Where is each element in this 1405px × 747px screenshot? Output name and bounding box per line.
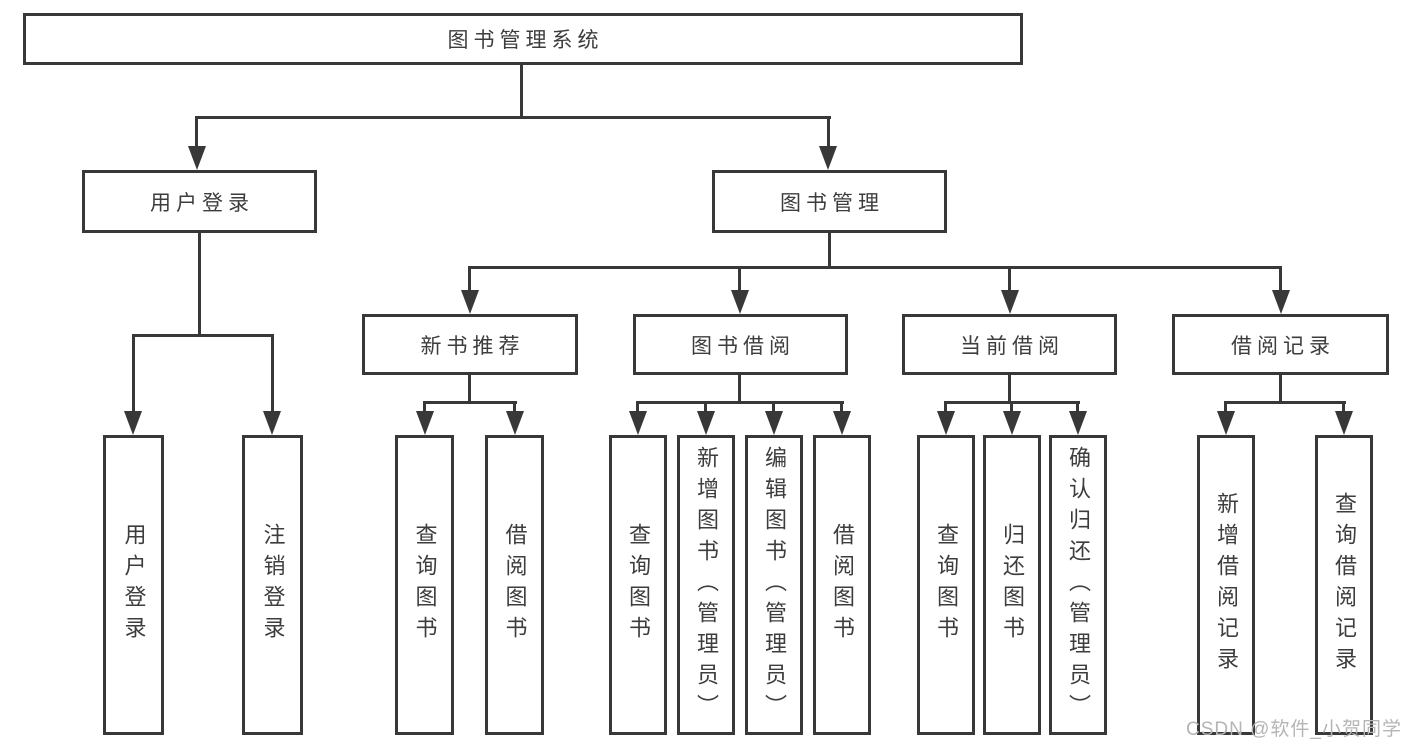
arrow-down-icon	[506, 411, 524, 435]
connector-line	[636, 401, 639, 413]
leaf-edit-book-admin: 编辑图书（管理员）	[745, 435, 803, 735]
connector-line	[132, 334, 274, 337]
arrow-down-icon	[416, 411, 434, 435]
leaf-return-books-label: 归还图书	[1000, 523, 1025, 647]
leaf-edit-book-admin-label: 编辑图书（管理员）	[762, 445, 787, 725]
leaf-query-books-borrow-label: 查询图书	[626, 523, 651, 647]
connector-line	[1279, 266, 1282, 292]
leaf-query-borrow-record: 查询借阅记录	[1315, 435, 1373, 735]
arrow-down-icon	[819, 146, 837, 170]
connector-line	[468, 266, 471, 292]
connector-line	[772, 401, 775, 413]
connector-line	[1224, 401, 1227, 413]
connector-line	[1224, 401, 1346, 404]
connector-line	[196, 116, 831, 119]
leaf-add-borrow-record: 新增借阅记录	[1197, 435, 1255, 735]
connector-line	[738, 375, 741, 403]
leaf-borrow-books-recommend: 借阅图书	[485, 435, 544, 735]
connector-line	[132, 334, 135, 413]
connector-line	[271, 334, 274, 413]
leaf-confirm-return-admin-label: 确认归还（管理员）	[1066, 445, 1091, 725]
arrow-down-icon	[765, 411, 783, 435]
arrow-down-icon	[1003, 411, 1021, 435]
arrow-down-icon	[263, 411, 281, 435]
leaf-query-books-borrow: 查询图书	[609, 435, 667, 735]
connector-line	[828, 233, 831, 268]
node-root: 图书管理系统	[23, 13, 1023, 65]
connector-line	[198, 233, 201, 336]
connector-line	[738, 266, 741, 292]
connector-line	[195, 116, 198, 150]
node-user-login-label: 用户登录	[150, 191, 254, 215]
leaf-return-books: 归还图书	[983, 435, 1041, 735]
node-root-label: 图书管理系统	[447, 29, 604, 52]
connector-line	[1010, 401, 1013, 413]
leaf-query-books-current: 查询图书	[917, 435, 975, 735]
arrow-down-icon	[124, 411, 142, 435]
leaf-query-borrow-record-label: 查询借阅记录	[1332, 492, 1357, 678]
node-current-borrow: 当前借阅	[902, 314, 1117, 375]
connector-line	[468, 375, 471, 403]
node-borrow-records-label: 借阅记录	[1231, 334, 1335, 358]
connector-line	[423, 401, 517, 404]
leaf-borrow-books: 借阅图书	[813, 435, 871, 735]
node-new-book-recommend: 新书推荐	[362, 314, 578, 375]
leaf-query-books-current-label: 查询图书	[934, 523, 959, 647]
connector-line	[636, 401, 844, 404]
node-user-login: 用户登录	[82, 170, 317, 233]
arrow-down-icon	[1001, 290, 1019, 314]
arrow-down-icon	[188, 146, 206, 170]
connector-line	[513, 401, 516, 413]
arrow-down-icon	[731, 290, 749, 314]
node-book-management-label: 图书管理	[780, 191, 884, 215]
arrow-down-icon	[833, 411, 851, 435]
arrow-down-icon	[937, 411, 955, 435]
arrow-down-icon	[1217, 411, 1235, 435]
connector-line	[520, 64, 523, 118]
leaf-logout-label: 注销登录	[260, 523, 286, 647]
connector-line	[1279, 375, 1282, 403]
leaf-user-login: 用户登录	[103, 435, 164, 735]
connector-line	[1008, 266, 1011, 292]
arrow-down-icon	[629, 411, 647, 435]
leaf-user-login-label: 用户登录	[121, 523, 147, 647]
node-book-borrow: 图书借阅	[633, 314, 848, 375]
arrow-down-icon	[1335, 411, 1353, 435]
leaf-logout: 注销登录	[242, 435, 303, 735]
node-current-borrow-label: 当前借阅	[960, 334, 1064, 358]
leaf-query-books-recommend: 查询图书	[395, 435, 454, 735]
node-book-borrow-label: 图书借阅	[691, 334, 795, 358]
leaf-borrow-books-recommend-label: 借阅图书	[502, 523, 528, 647]
connector-line	[1076, 401, 1079, 413]
connector-line	[840, 401, 843, 413]
node-book-management: 图书管理	[712, 170, 947, 233]
arrow-down-icon	[461, 290, 479, 314]
connector-line	[827, 116, 830, 150]
node-borrow-records: 借阅记录	[1172, 314, 1389, 375]
leaf-borrow-books-label: 借阅图书	[830, 523, 855, 647]
connector-line	[423, 401, 426, 413]
leaf-add-book-admin: 新增图书（管理员）	[677, 435, 735, 735]
connector-line	[1342, 401, 1345, 413]
leaf-add-borrow-record-label: 新增借阅记录	[1214, 492, 1239, 678]
connector-line	[704, 401, 707, 413]
arrow-down-icon	[697, 411, 715, 435]
watermark: CSDN @软件_小贺同学	[1186, 719, 1402, 740]
leaf-add-book-admin-label: 新增图书（管理员）	[694, 445, 719, 725]
arrow-down-icon	[1272, 290, 1290, 314]
leaf-query-books-recommend-label: 查询图书	[412, 523, 438, 647]
connector-line	[1008, 375, 1011, 403]
connector-line	[468, 266, 1282, 269]
node-new-book-recommend-label: 新书推荐	[420, 334, 525, 358]
leaf-confirm-return-admin: 确认归还（管理员）	[1049, 435, 1107, 735]
connector-line	[944, 401, 947, 413]
arrow-down-icon	[1069, 411, 1087, 435]
